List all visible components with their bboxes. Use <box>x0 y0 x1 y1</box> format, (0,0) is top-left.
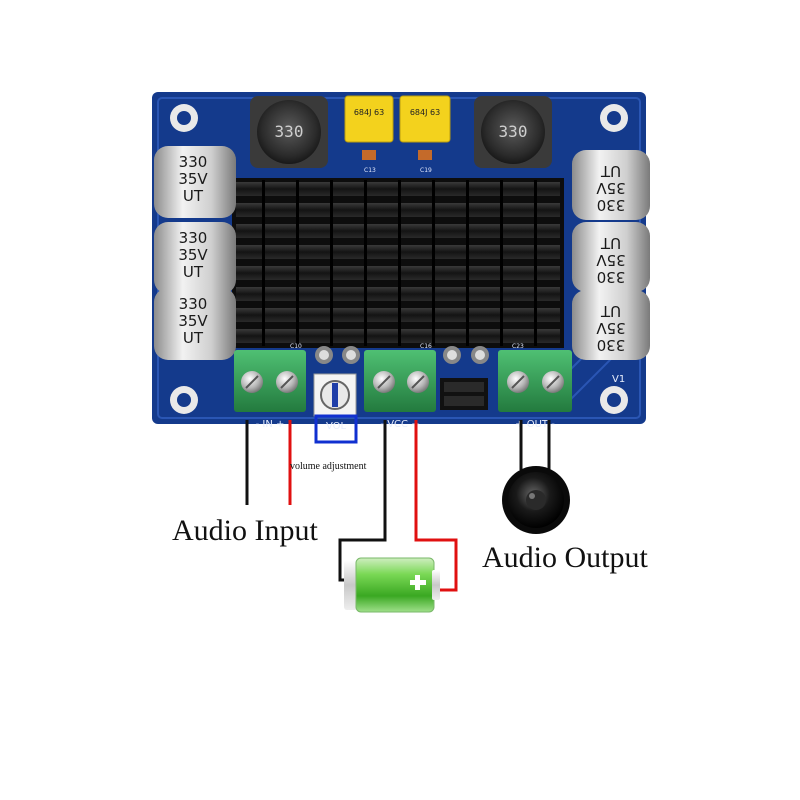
cap-voltage: 35V <box>178 170 208 188</box>
heatsink-groove <box>534 180 537 346</box>
heatsink-groove <box>330 180 333 346</box>
film-capacitor-left: 684J 63 <box>344 95 394 143</box>
speaker-icon <box>502 466 570 534</box>
electrolytic-capacitor: 330 35V UT <box>154 146 236 218</box>
label-c19: C19 <box>420 167 432 174</box>
cap-value: 330 <box>179 229 208 247</box>
electrolytic-capacitors-right: 330 35V UT 330 35V UT 330 35V UT <box>572 150 650 360</box>
cap-voltage: 35V <box>178 246 208 264</box>
electrolytic-capacitor: 330 35V UT <box>572 150 650 220</box>
vcc-wire-negative <box>338 420 387 582</box>
cap-brand: UT <box>600 302 621 320</box>
inductor-left: 330 <box>250 96 328 168</box>
potentiometer-icon <box>313 373 357 417</box>
label-version: V1 <box>612 374 625 385</box>
label-in: - IN + <box>256 419 285 430</box>
audio-output-label: Audio Output <box>482 541 649 574</box>
inductor-mark: 330 <box>275 122 304 141</box>
electrolytic-capacitor: 330 35V UT <box>572 222 650 292</box>
heatsink-groove <box>432 180 435 346</box>
electrolytic-capacitor: 330 35V UT <box>572 290 650 360</box>
cap-voltage: 35V <box>596 251 626 269</box>
cap-voltage: 35V <box>596 179 626 197</box>
heatsink <box>232 178 564 348</box>
inductor-mark: 330 <box>499 122 528 141</box>
small-capacitors <box>315 346 489 364</box>
cap-value: 330 <box>179 295 208 313</box>
mounting-hole-icon <box>600 104 628 132</box>
mounting-hole-icon <box>170 104 198 132</box>
cap-brand: UT <box>600 162 621 180</box>
battery-icon <box>344 557 440 613</box>
vcc-wire-positive <box>414 420 458 592</box>
label-c23: C23 <box>512 343 524 350</box>
heatsink-groove <box>262 180 265 346</box>
electrolytic-capacitors-left: 330 35V UT 330 35V UT 330 35V UT <box>154 146 236 360</box>
label-vol: VOL <box>326 421 347 432</box>
heatsink-groove <box>466 180 469 346</box>
audio-input-label: Audio Input <box>172 514 318 547</box>
cap-brand: UT <box>183 187 204 205</box>
vol-indicator: VOL <box>314 414 358 444</box>
wires <box>245 420 551 592</box>
film-cap-mark: 684J 63 <box>354 108 384 117</box>
film-capacitor-right: 684J 63 <box>399 95 451 143</box>
cap-voltage: 35V <box>596 319 626 337</box>
heatsink-groove <box>296 180 299 346</box>
cap-value: 330 <box>597 268 626 286</box>
heatsink-groove <box>500 180 503 346</box>
terminal-block-input <box>234 350 306 412</box>
inductor-right: 330 <box>474 96 552 168</box>
electrolytic-capacitor: 330 35V UT <box>154 288 236 360</box>
terminal-block-vcc <box>364 350 436 412</box>
smd-components: C13 C19 C10 C16 C23 V1 <box>290 150 625 385</box>
cap-voltage: 35V <box>178 312 208 330</box>
label-out: + OUT - <box>515 419 555 430</box>
mounting-holes <box>170 104 628 414</box>
cap-brand: UT <box>600 234 621 252</box>
electrolytic-capacitor: 330 35V UT <box>154 222 236 294</box>
volume-adjustment-label: volume adjustment <box>290 461 367 472</box>
silkscreen-labels: - IN + - VCC + + OUT - <box>256 419 556 430</box>
cap-brand: UT <box>183 329 204 347</box>
label-c13: C13 <box>364 167 376 174</box>
film-cap-mark: 684J 63 <box>410 108 440 117</box>
heatsink-groove <box>398 180 401 346</box>
cap-value: 330 <box>179 153 208 171</box>
label-vcc: - VCC + <box>380 419 419 430</box>
mounting-hole-icon <box>600 386 628 414</box>
cap-brand: UT <box>183 263 204 281</box>
label-c16: C16 <box>420 343 432 350</box>
heatsink-groove <box>364 180 367 346</box>
cap-value: 330 <box>597 196 626 214</box>
label-c10: C10 <box>290 343 302 350</box>
jumper-header <box>440 378 488 410</box>
cap-value: 330 <box>597 336 626 354</box>
mounting-hole-icon <box>170 386 198 414</box>
terminal-block-output <box>498 350 572 412</box>
